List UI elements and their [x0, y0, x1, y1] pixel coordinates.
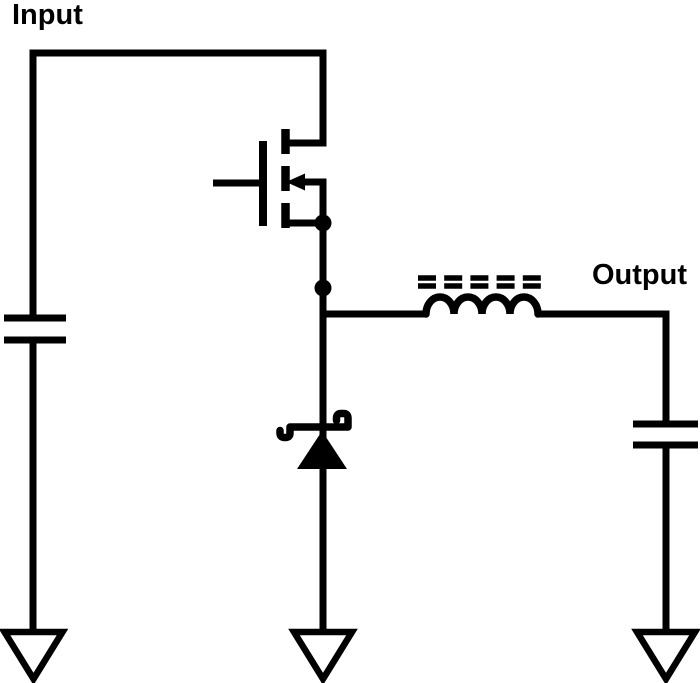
output-capacitor: [633, 420, 698, 449]
output-label: Output: [592, 259, 687, 291]
schottky-diode-triangle: [297, 431, 347, 469]
schottky-diode-cathode-bar: [276, 409, 352, 442]
inductor-core: [418, 275, 541, 289]
grounds: [0, 628, 700, 683]
mosfet-body-arrow: [286, 173, 305, 191]
filled-shapes: [286, 173, 347, 469]
mosfet: [213, 129, 327, 228]
wire-output-rail: [538, 310, 670, 424]
ground-output: [631, 628, 700, 683]
circuit-artwork: [0, 49, 700, 683]
wire-input-rail: [29, 49, 327, 318]
input-label: Input: [12, 0, 83, 31]
mosfet-source-body-wire: [286, 178, 327, 227]
labels: Input Output: [12, 0, 687, 291]
ground-input: [0, 628, 69, 683]
junction-dot-switch-node: [314, 279, 332, 297]
ground-switch: [288, 628, 358, 683]
input-capacitor: [4, 314, 66, 344]
junction-dot-source: [314, 214, 332, 232]
inductor-windings: [422, 293, 542, 318]
